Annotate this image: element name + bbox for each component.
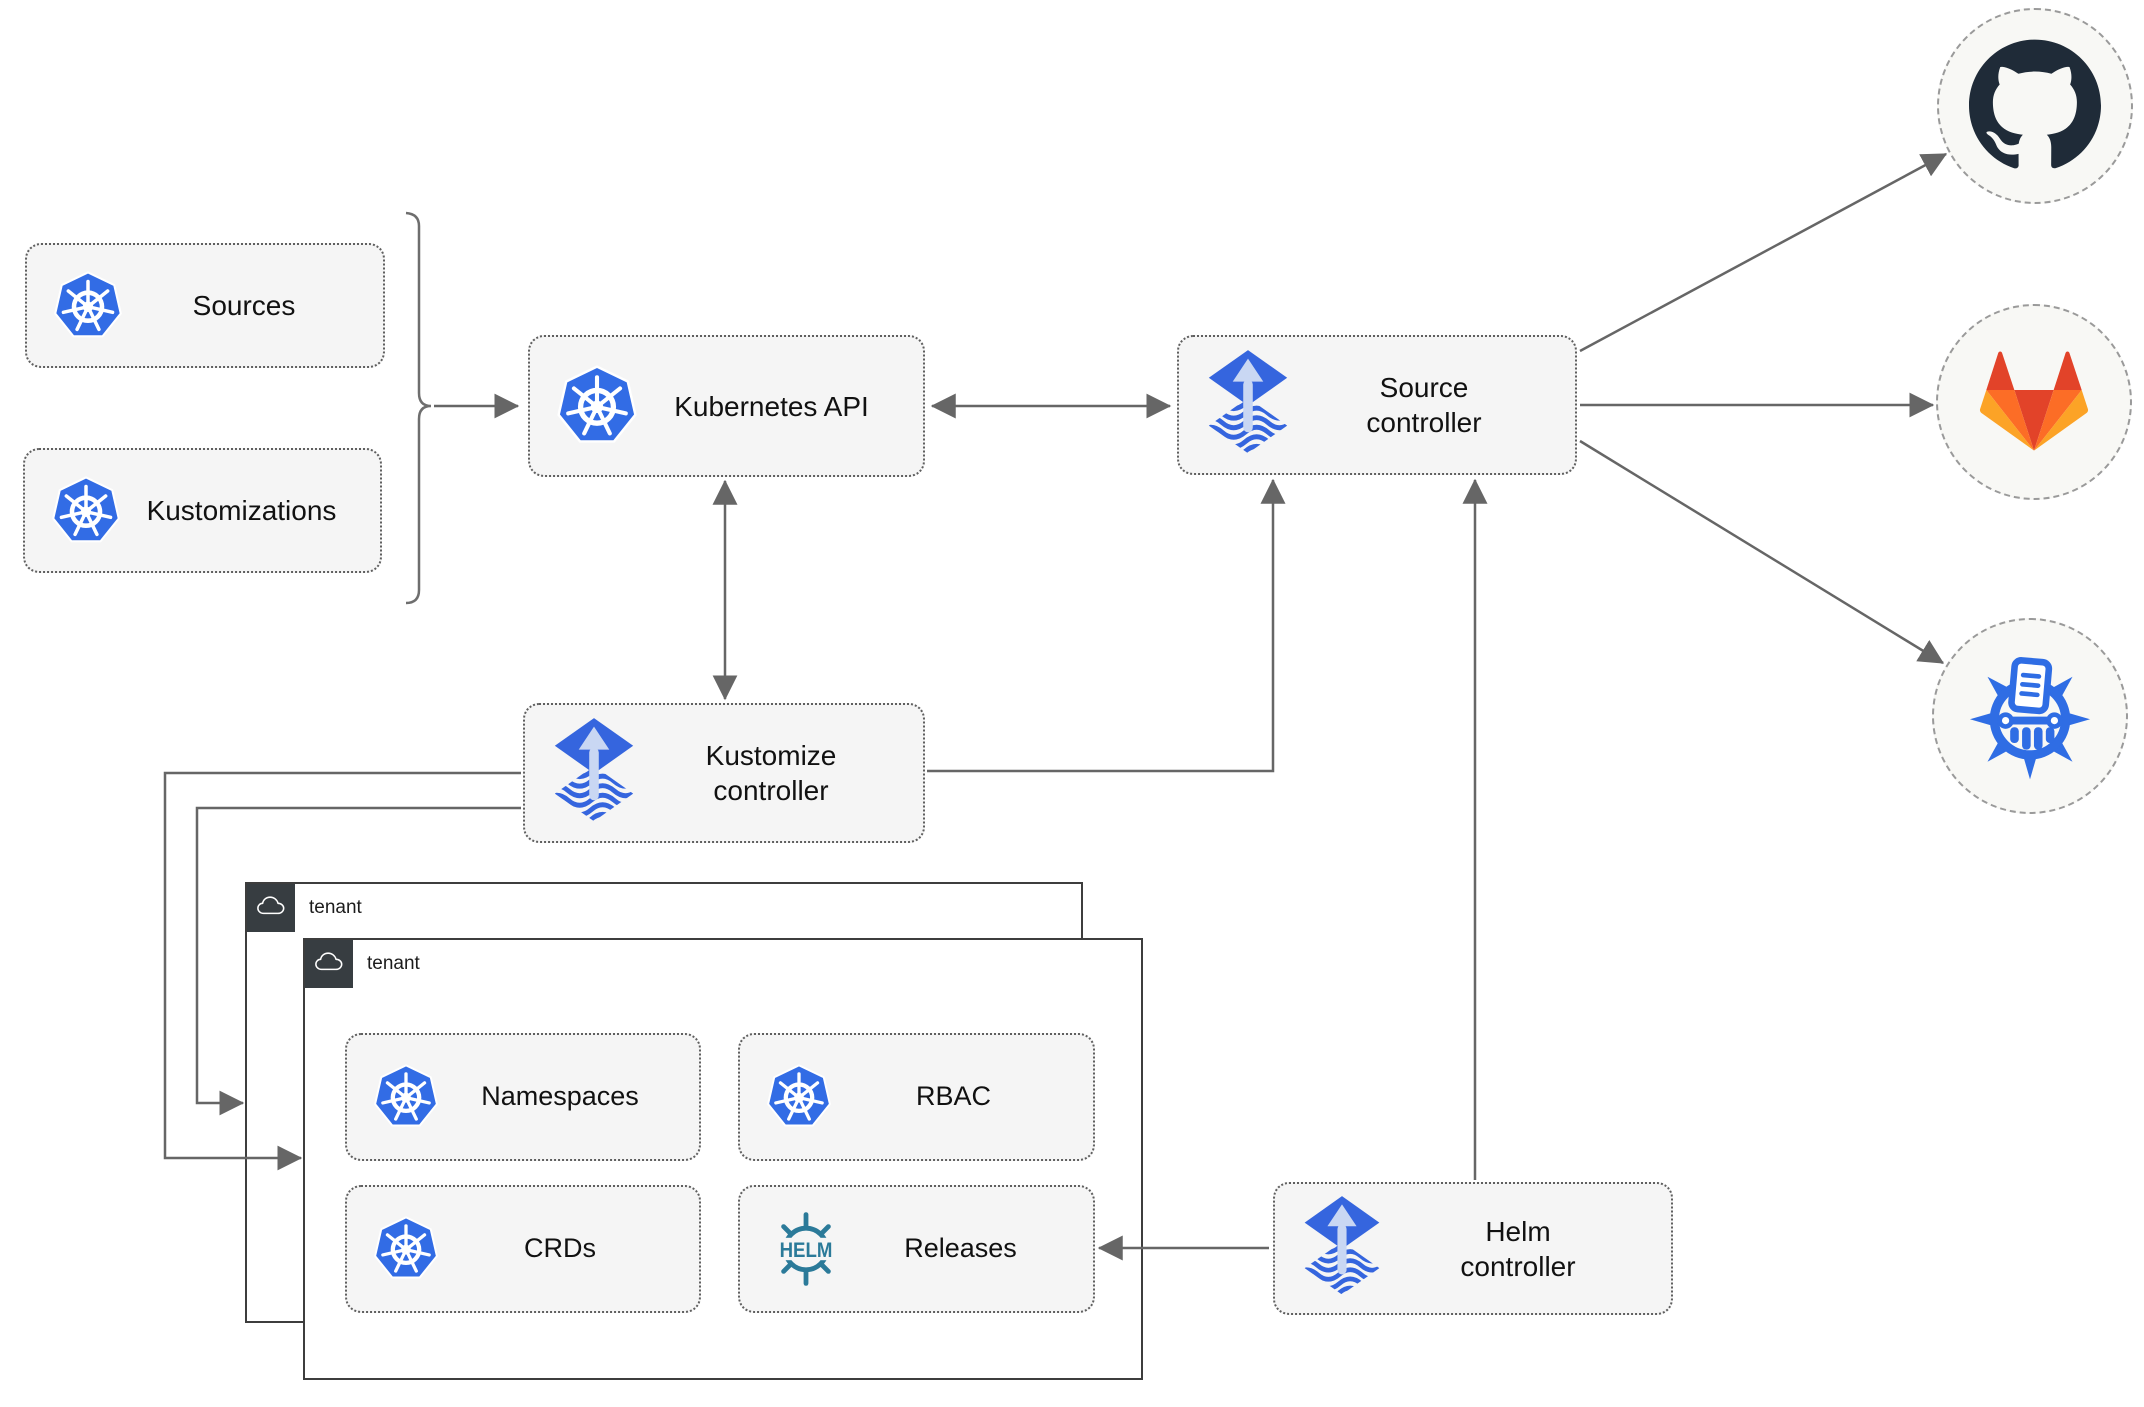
kubernetes-icon [373,1064,439,1130]
gitlab-icon [1976,342,2092,463]
node-source-controller: Source controller [1177,335,1577,475]
flux-icon [1205,348,1291,463]
node-kustomizations: Kustomizations [23,448,382,573]
node-label: Kubernetes API [674,390,869,422]
node-namespaces: Namespaces [345,1033,701,1161]
node-label: Source controller [1366,372,1482,438]
node-label: Sources [192,290,296,321]
github-icon [1969,38,2101,175]
cloud-icon [314,951,344,977]
kubernetes-icon [766,1064,832,1130]
chartmuseum-icon [1964,648,2096,785]
cloud-icon [256,895,286,921]
tenant-label: tenant [309,897,362,918]
helm-wordmark: HELM [780,1237,833,1262]
endpoint-github [1937,8,2133,204]
node-kustomize-controller: Kustomize controller [523,703,925,843]
node-helm-controller: Helm controller [1273,1182,1673,1315]
brace-sources-group [405,211,432,605]
node-crds: CRDs [345,1185,701,1313]
node-releases: HELM Releases [738,1185,1095,1313]
flux-icon [1301,1194,1383,1304]
kubernetes-icon [556,365,638,447]
endpoint-gitlab [1936,304,2132,500]
node-label: Releases [904,1233,1017,1264]
kubernetes-icon [373,1216,439,1282]
node-label: Namespaces [481,1081,639,1112]
node-sources: Sources [25,243,385,368]
kubernetes-icon [53,270,123,341]
tenant-label: tenant [367,953,420,974]
connector-source-to-chartmuseum [1579,439,1945,665]
endpoint-chartmuseum [1932,618,2128,814]
node-label: Kustomize controller [705,740,837,806]
connector-source-to-github [1579,152,1948,353]
flux-icon [551,716,637,831]
node-kubernetes-api: Kubernetes API [528,335,925,477]
node-label: CRDs [524,1233,596,1264]
tenant-tab [305,940,353,988]
connector-kustomize-to-source-controller [927,478,1286,773]
node-label: Kustomizations [146,495,337,526]
kubernetes-icon [51,475,121,546]
node-rbac: RBAC [738,1033,1095,1161]
tenant-tab [247,884,295,932]
node-label: RBAC [915,1081,991,1112]
node-label: Helm controller [1460,1215,1576,1282]
helm-icon: HELM [766,1209,846,1289]
